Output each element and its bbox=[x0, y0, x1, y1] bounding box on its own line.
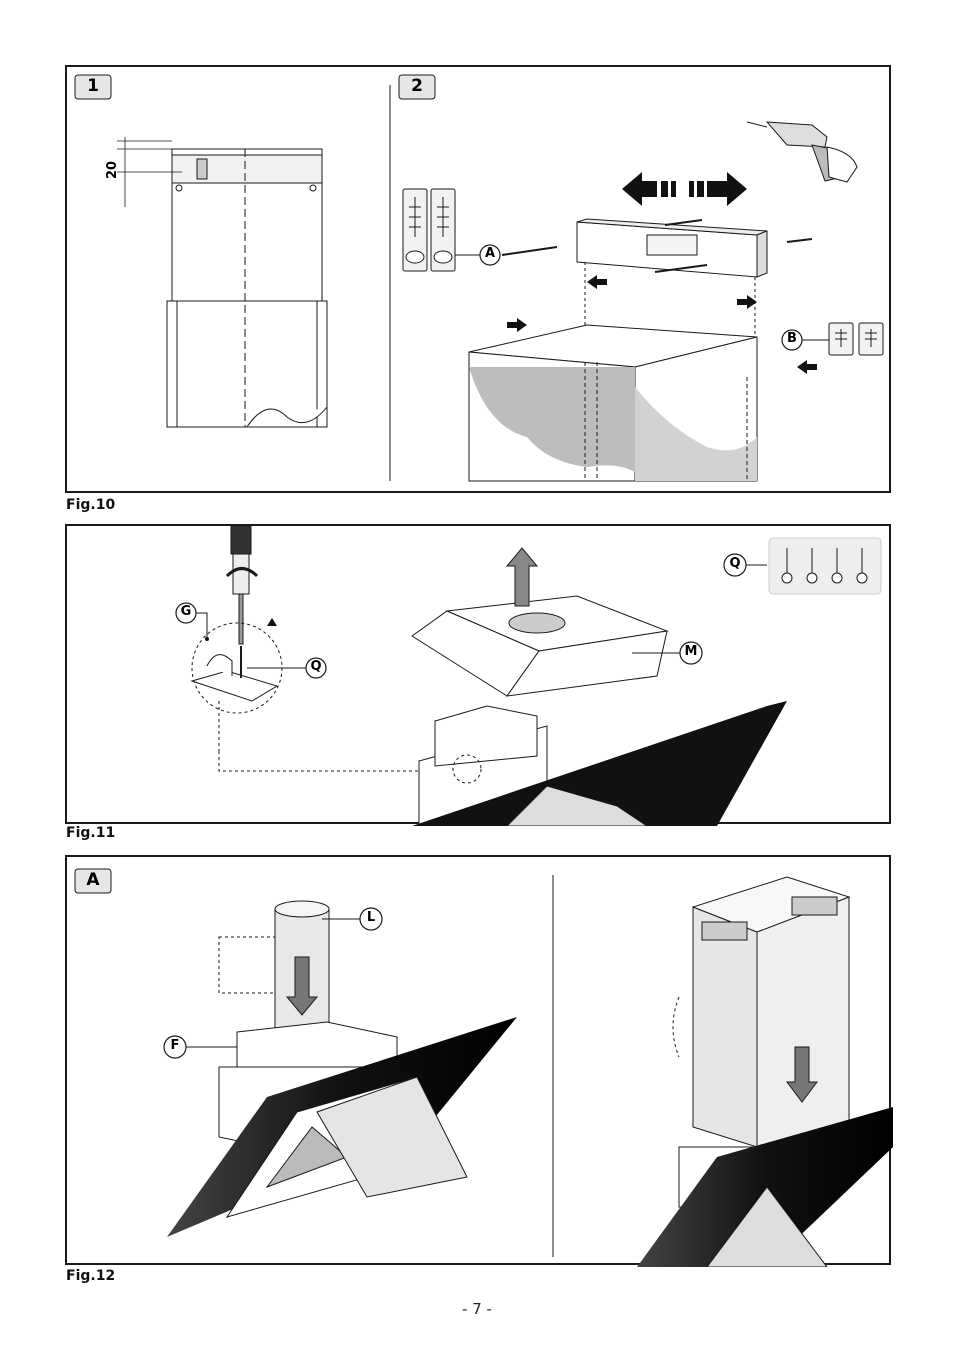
move-arrows bbox=[622, 172, 747, 206]
page-number: - 7 - bbox=[0, 1300, 954, 1318]
wall-bracket bbox=[577, 219, 767, 277]
chimney-lower bbox=[167, 301, 327, 427]
cover-m bbox=[412, 596, 667, 696]
callout-l: L bbox=[360, 910, 382, 925]
callout-a: A bbox=[480, 246, 500, 261]
drill-icon bbox=[747, 122, 857, 182]
fig10-caption: Fig.10 bbox=[66, 497, 115, 513]
dimension-label: 20 bbox=[105, 161, 120, 179]
callout-q: Q bbox=[306, 659, 326, 674]
fig11-panel: G Q Q M bbox=[65, 524, 891, 824]
callout-b: B bbox=[782, 331, 802, 346]
screwdriver-icon bbox=[227, 526, 257, 644]
step-a-label: A bbox=[75, 870, 111, 890]
step1-label: 1 bbox=[75, 76, 111, 96]
fig10-illustration bbox=[67, 67, 893, 495]
fig12-caption: Fig.12 bbox=[66, 1268, 115, 1284]
chimney-right bbox=[673, 877, 849, 1147]
chimney-top bbox=[469, 325, 757, 481]
fig12-panel: A L F bbox=[65, 855, 891, 1265]
fig11-caption: Fig.11 bbox=[66, 825, 115, 841]
callout-m: M bbox=[680, 644, 702, 659]
step2-label: 2 bbox=[399, 76, 435, 96]
chimney-upper bbox=[172, 149, 322, 301]
fig10-panel: 1 2 20 A B bbox=[65, 65, 891, 493]
callout-q-box: Q bbox=[724, 556, 746, 571]
callout-g: G bbox=[176, 604, 196, 619]
fig12-illustration bbox=[67, 857, 893, 1267]
fig11-illustration bbox=[67, 526, 893, 826]
callout-f: F bbox=[164, 1038, 186, 1053]
